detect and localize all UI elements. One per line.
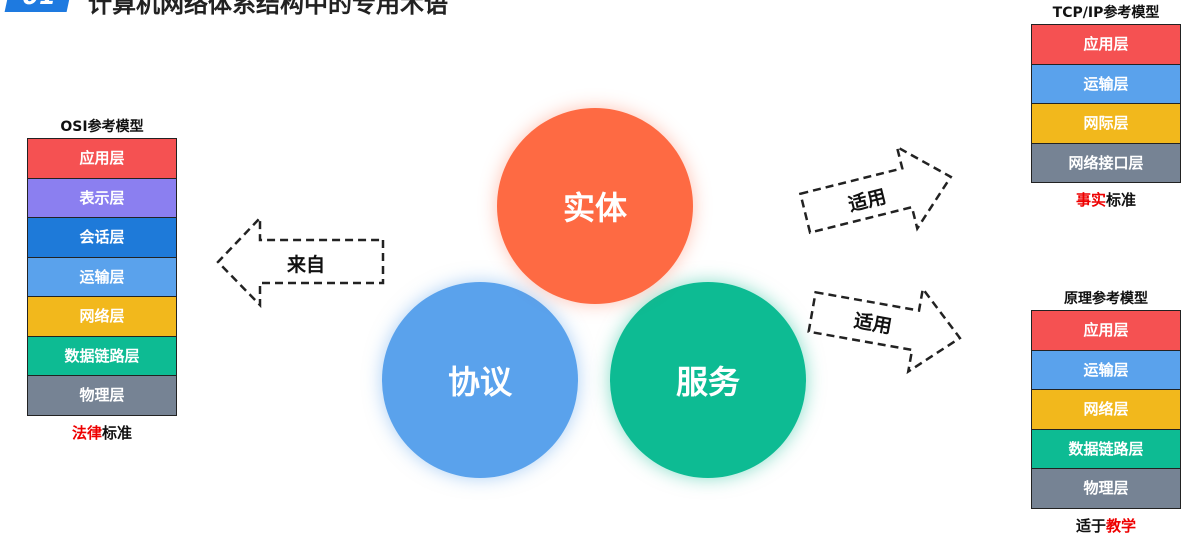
tcpip-footer-red: 事实 [1075, 191, 1106, 209]
osi-layer: 网络层 [28, 297, 176, 337]
apply-arrow-bottom [807, 285, 962, 375]
osi-footer: 法律标准 [27, 422, 177, 443]
tcpip-layer: 运输层 [1032, 64, 1180, 104]
entity-label: 实体 [562, 189, 627, 227]
tcpip-layer: 网际层 [1032, 104, 1180, 144]
principle-footer-red: 教学 [1106, 516, 1137, 535]
osi-layers: 应用层表示层会话层运输层网络层数据链路层物理层 [27, 138, 177, 416]
service-label: 服务 [675, 363, 740, 401]
tcpip-layer: 应用层 [1032, 25, 1180, 65]
apply-arrow-top [798, 144, 953, 235]
principle-layer: 物理层 [1032, 469, 1180, 508]
osi-layer: 数据链路层 [28, 336, 176, 376]
osi-footer-rest: 标准 [102, 423, 133, 442]
osi-layer: 物理层 [28, 376, 176, 415]
protocol-circle: 协议 [382, 282, 578, 478]
tcpip-model: TCP/IP参考模型 应用层运输层网际层网络接口层 事实标准 [1031, 4, 1181, 210]
principle-title: 原理参考模型 [1064, 291, 1148, 307]
principle-layer: 数据链路层 [1032, 429, 1180, 469]
page-title: 计算机网络体系结构中的专用术语 [88, 0, 448, 18]
from-arrow [216, 214, 385, 309]
principle-footer-pre: 适于 [1075, 516, 1106, 535]
osi-layer: 会话层 [28, 218, 176, 258]
entity-circle: 实体 [497, 108, 693, 304]
from-label: 来自 [287, 254, 326, 276]
principle-layers: 应用层运输层网络层数据链路层物理层 [1031, 310, 1181, 509]
principle-model: 原理参考模型 应用层运输层网络层数据链路层物理层 适于教学 [1031, 290, 1181, 536]
service-circle: 服务 [610, 282, 806, 478]
osi-model: OSI参考模型 应用层表示层会话层运输层网络层数据链路层物理层 法律标准 [27, 118, 177, 443]
protocol-label: 协议 [447, 363, 512, 401]
osi-layer: 应用层 [28, 139, 176, 179]
tcpip-footer-rest: 标准 [1106, 191, 1137, 209]
osi-layer: 表示层 [28, 178, 176, 218]
principle-layer: 运输层 [1032, 350, 1180, 390]
principle-layer: 网络层 [1032, 390, 1180, 430]
tcpip-title: TCP/IP参考模型 [1052, 5, 1160, 21]
osi-layer: 运输层 [28, 257, 176, 297]
principle-layer: 应用层 [1032, 311, 1180, 351]
osi-footer-red: 法律 [71, 423, 102, 442]
tcpip-footer: 事实标准 [1031, 189, 1181, 210]
tcpip-layer: 网络接口层 [1032, 143, 1180, 182]
principle-footer: 适于教学 [1031, 515, 1181, 536]
osi-title: OSI参考模型 [60, 119, 144, 135]
tcpip-layers: 应用层运输层网际层网络接口层 [1031, 24, 1181, 183]
